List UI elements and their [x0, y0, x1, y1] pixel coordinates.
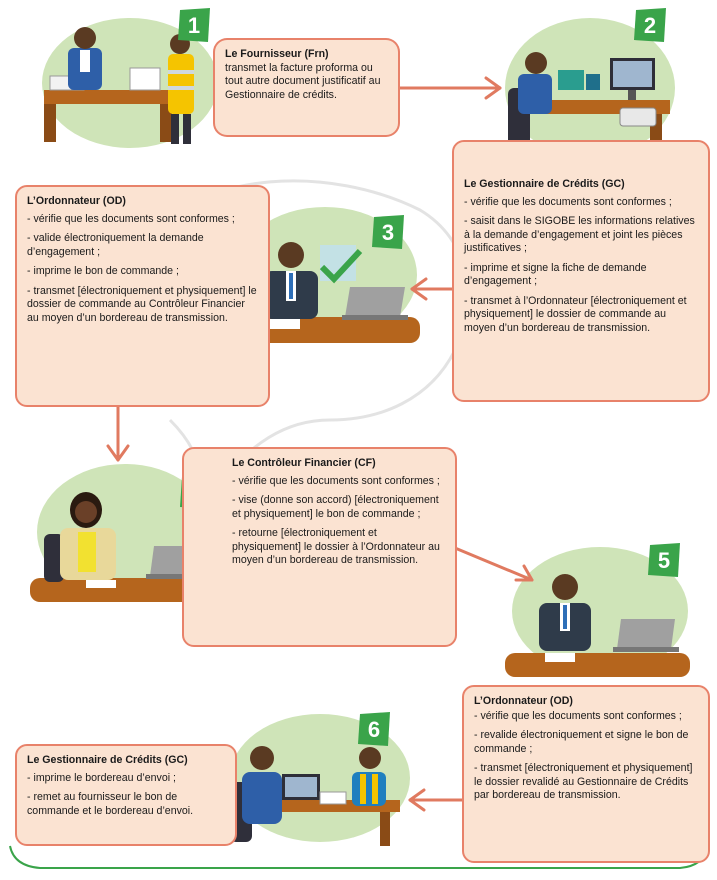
step-1-text: transmet la facture proforma ou tout aut… [225, 61, 381, 101]
step-2-line-2: - saisit dans le SIGOBE les informations… [464, 215, 695, 255]
step-3-badge: 3 [370, 215, 406, 251]
step-5-line-1: - vérifie que les documents sont conform… [474, 709, 682, 722]
step-3-line-3: - imprime le bon de commande ; [27, 265, 179, 278]
step-5-box: L’Ordonnateur (OD) - vérifie que les doc… [462, 685, 710, 863]
step-5-title: L’Ordonnateur (OD) [474, 695, 573, 707]
step-2-number: 2 [643, 13, 657, 38]
step-1-box: Le Fournisseur (Frn) transmet la facture… [215, 40, 398, 135]
step-2-badge: 2 [632, 8, 668, 44]
step-5-badge: 5 [646, 543, 682, 579]
step-3-line-1: - vérifie que les documents sont conform… [27, 212, 235, 225]
step-4-line-1: - vérifie que les documents sont conform… [232, 474, 440, 487]
step-6-box: Le Gestionnaire de Crédits (GC) - imprim… [15, 744, 237, 846]
step-3-number: 3 [381, 220, 395, 245]
scene-supplier-handover [40, 8, 218, 153]
step-3-line-4: - transmet [électroniquement et physique… [27, 284, 257, 324]
step-4-line-3: - retourne [électroniquement et physique… [232, 527, 440, 567]
step-6-number: 6 [367, 717, 381, 742]
step-2-box: Le Gestionnaire de Crédits (GC) - vérifi… [452, 140, 710, 402]
step-1-badge: 1 [176, 8, 212, 44]
step-4-title: Le Contrôleur Financier (CF) [232, 457, 376, 469]
scene-credit-manager-desk [500, 8, 675, 163]
step-5-line-2: - revalide électroniquement et signe le … [474, 729, 689, 755]
step-5-line-3: - transmet [électroniquement et physique… [474, 762, 693, 802]
step-2-title: Le Gestionnaire de Crédits (GC) [464, 178, 625, 190]
step-3-box: L’Ordonnateur (OD) - vérifie que les doc… [15, 185, 270, 407]
step-3-title: L’Ordonnateur (OD) [27, 195, 126, 207]
step-2-line-1: - vérifie que les documents sont conform… [464, 195, 672, 208]
step-6-title: Le Gestionnaire de Crédits (GC) [27, 754, 188, 766]
step-4-box: Le Contrôleur Financier (CF) - vérifie q… [182, 447, 457, 647]
step-1-title: Le Fournisseur (Frn) [225, 48, 329, 60]
step-1-number: 1 [187, 13, 201, 38]
step-2-line-3: - imprime et signe la fiche de demande d… [464, 261, 647, 288]
step-6-line-2: - remet au fournisseur le bon de command… [27, 791, 194, 817]
step-6-badge: 6 [356, 712, 392, 748]
step-3-line-2: - valide électroniquement la demande d’e… [27, 232, 204, 258]
step-4-line-2: - vise (donne son accord) [électroniquem… [232, 494, 439, 520]
scene-authorising-officer-revalidation [505, 545, 690, 690]
step-6-line-1: - imprime le bordereau d’envoi ; [27, 771, 176, 784]
scene-authorising-officer-validation [230, 205, 420, 360]
scene-financial-controller [30, 462, 213, 617]
step-5-number: 5 [657, 548, 671, 573]
arrow-4-to-5 [453, 546, 534, 582]
step-2-line-4: - transmet à l’Ordonnateur [électronique… [464, 294, 687, 334]
